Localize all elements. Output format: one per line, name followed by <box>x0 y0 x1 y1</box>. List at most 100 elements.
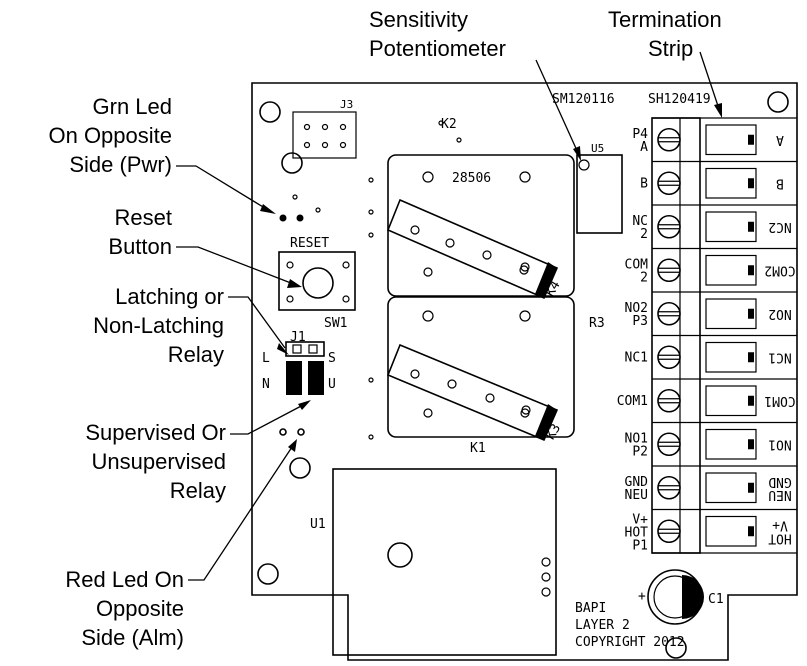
callout-supervised-3: Relay <box>170 478 226 503</box>
terminal-4[interactable]: COM2 COM2 <box>625 247 797 286</box>
terminal-label-mirrored: NO2 <box>768 306 791 321</box>
board-outline <box>251 82 798 661</box>
terminal-label: COM <box>625 257 649 272</box>
terminal-label-mirrored: B <box>776 175 784 190</box>
c1-label: C1 <box>708 592 724 607</box>
terminal-screw-icon[interactable] <box>657 301 681 326</box>
mount-hole-top-left <box>259 101 281 123</box>
relay-k1-body <box>387 296 575 438</box>
potentiometer-u5 <box>576 154 623 234</box>
terminal-label-mirrored: A <box>776 132 784 147</box>
reset-button-cap[interactable] <box>302 267 334 299</box>
terminal-label: NO2 <box>625 301 648 316</box>
jumper-label-n: N <box>262 377 270 392</box>
terminal-screw-icon[interactable] <box>657 171 681 196</box>
terminal-label: COM1 <box>617 394 648 409</box>
callout-latching-2: Non-Latching <box>93 313 224 338</box>
callout-latching-1: Latching or <box>115 284 224 309</box>
callout-reset-2: Button <box>108 234 172 259</box>
mount-hole-footer <box>665 637 687 659</box>
via <box>315 207 321 213</box>
terminal-label: 2 <box>640 270 648 285</box>
terminal-screw-icon[interactable] <box>657 388 681 413</box>
reset-label: RESET <box>290 236 329 251</box>
terminal-label: V+ <box>632 512 648 527</box>
k3-label: K3 <box>543 422 564 443</box>
leader-supervised <box>230 400 311 435</box>
terminal-screw-icon[interactable] <box>657 345 681 370</box>
terminal-screw-icon[interactable] <box>657 432 681 457</box>
terminal-label: P4 <box>632 127 648 142</box>
callout-red-led-2: Opposite <box>96 596 184 621</box>
callout-supervised-1: Supervised Or <box>85 420 226 445</box>
terminal-label-mirrored: GND <box>768 474 792 489</box>
leader-sensitivity <box>535 59 581 161</box>
k4-label: K4 <box>543 278 564 299</box>
terminal-label: GND <box>625 475 649 490</box>
green-led-pad-a <box>279 214 287 222</box>
terminal-label: HOT <box>625 525 649 540</box>
terminal-label-mirrored: COM1 <box>764 393 795 408</box>
j3-pins <box>303 123 347 149</box>
mount-hole-top-right <box>767 91 789 113</box>
terminal-label: B <box>640 176 648 191</box>
terminal-label: NEU <box>625 488 648 503</box>
terminal-label-mirrored: V+ <box>772 517 788 532</box>
terminal-screw-icon[interactable] <box>657 258 681 283</box>
terminal-6[interactable]: NC1 NC1 <box>625 334 797 373</box>
terminal-label-mirrored: NC1 <box>768 349 791 364</box>
callout-red-led-3: Side (Alm) <box>81 625 184 650</box>
terminal-label-mirrored: NO1 <box>768 436 791 451</box>
terminal-label: P1 <box>632 538 648 553</box>
part-number-left: SM120116 <box>552 92 615 107</box>
j3-label: J3 <box>340 98 353 111</box>
green-led-pad-b <box>296 214 304 222</box>
leader-latching <box>228 296 289 355</box>
red-led-pad-a <box>279 428 287 436</box>
terminal-label: A <box>640 140 648 155</box>
relay-k4 <box>386 198 559 300</box>
terminal-screw-icon[interactable] <box>657 475 681 500</box>
callout-grn-led-1: Grn Led <box>93 94 173 119</box>
terminal-screw-icon[interactable] <box>657 214 681 239</box>
k1-label: K1 <box>470 441 486 456</box>
mount-hole-bottom-left <box>257 563 279 585</box>
terminal-label: NC1 <box>625 350 648 365</box>
module-u1 <box>332 468 557 656</box>
k2-label: K2 <box>441 117 457 132</box>
leader-grn-led <box>176 165 276 214</box>
callout-termination-2: Strip <box>648 36 693 61</box>
terminal-label-mirrored: HOT <box>768 530 792 545</box>
footer-line-2: LAYER 2 <box>575 618 630 633</box>
relay-k2-body <box>387 154 575 297</box>
terminal-label-mirrored: COM2 <box>764 262 795 277</box>
k2-code: 28506 <box>452 171 491 186</box>
terminal-label: NC <box>632 214 648 229</box>
potentiometer-dial[interactable] <box>578 159 590 171</box>
r3-label: R3 <box>589 316 605 331</box>
terminal-screw-icon[interactable] <box>657 127 681 152</box>
terminal-7[interactable]: COM1 COM1 <box>617 378 797 417</box>
terminal-label: P3 <box>632 314 648 329</box>
jumper-label-s: S <box>328 351 336 366</box>
jumper-header-top <box>285 341 325 357</box>
mount-hole-left-upper <box>281 152 303 174</box>
jumper-label-u: U <box>328 377 336 392</box>
via <box>292 194 298 200</box>
c1-plus: + <box>638 589 646 604</box>
terminal-label: 2 <box>640 227 648 242</box>
footer-line-3: COPYRIGHT 2012 <box>575 635 685 650</box>
relay-k3 <box>386 343 559 442</box>
terminal-screw-icon[interactable] <box>657 519 681 544</box>
callout-grn-led-2: On Opposite <box>48 123 172 148</box>
callout-grn-led-3: Side (Pwr) <box>69 152 172 177</box>
